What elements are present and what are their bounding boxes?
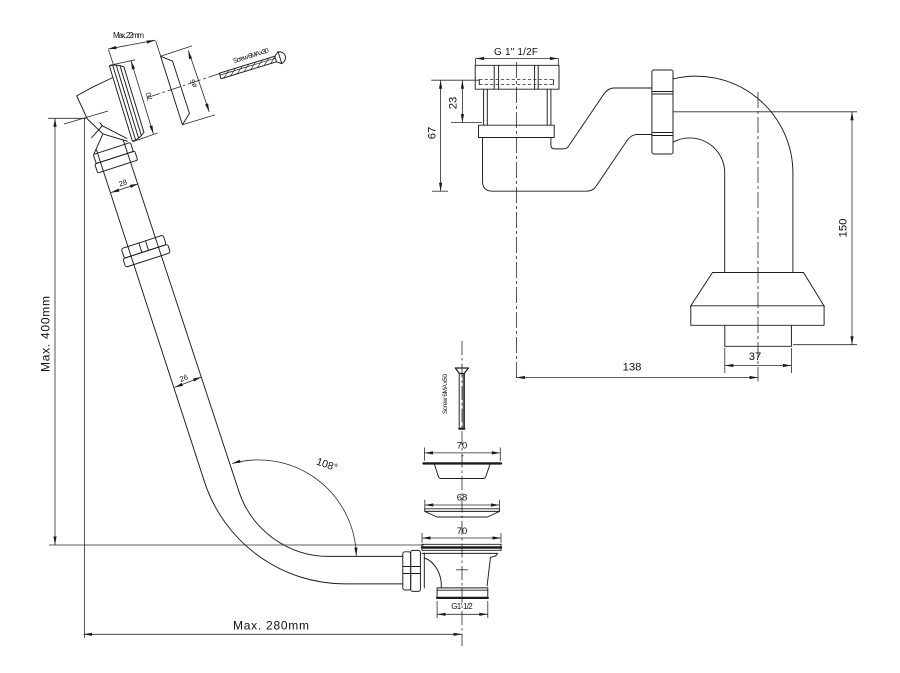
svg-text:Max. 400mm: Max. 400mm <box>39 296 53 372</box>
svg-text:23: 23 <box>448 97 460 110</box>
svg-text:28: 28 <box>118 177 129 188</box>
svg-text:70: 70 <box>144 91 155 102</box>
svg-text:138: 138 <box>623 362 642 374</box>
svg-text:26: 26 <box>178 372 189 383</box>
svg-text:67: 67 <box>426 127 438 140</box>
svg-text:37: 37 <box>749 351 762 363</box>
svg-text:150: 150 <box>838 219 850 238</box>
svg-text:70: 70 <box>457 526 468 537</box>
svg-text:G1' 1/2: G1' 1/2 <box>451 602 473 611</box>
svg-text:G 1" 1/2F: G 1" 1/2F <box>494 47 538 58</box>
svg-text:70: 70 <box>457 441 468 452</box>
svg-text:Max. 22mm: Max. 22mm <box>113 31 144 40</box>
svg-text:68: 68 <box>457 493 468 504</box>
svg-text:Screw 6MA x50: Screw 6MA x50 <box>442 374 449 414</box>
svg-text:Max. 280mm: Max. 280mm <box>233 619 309 633</box>
svg-text:ø6: ø6 <box>190 78 199 88</box>
